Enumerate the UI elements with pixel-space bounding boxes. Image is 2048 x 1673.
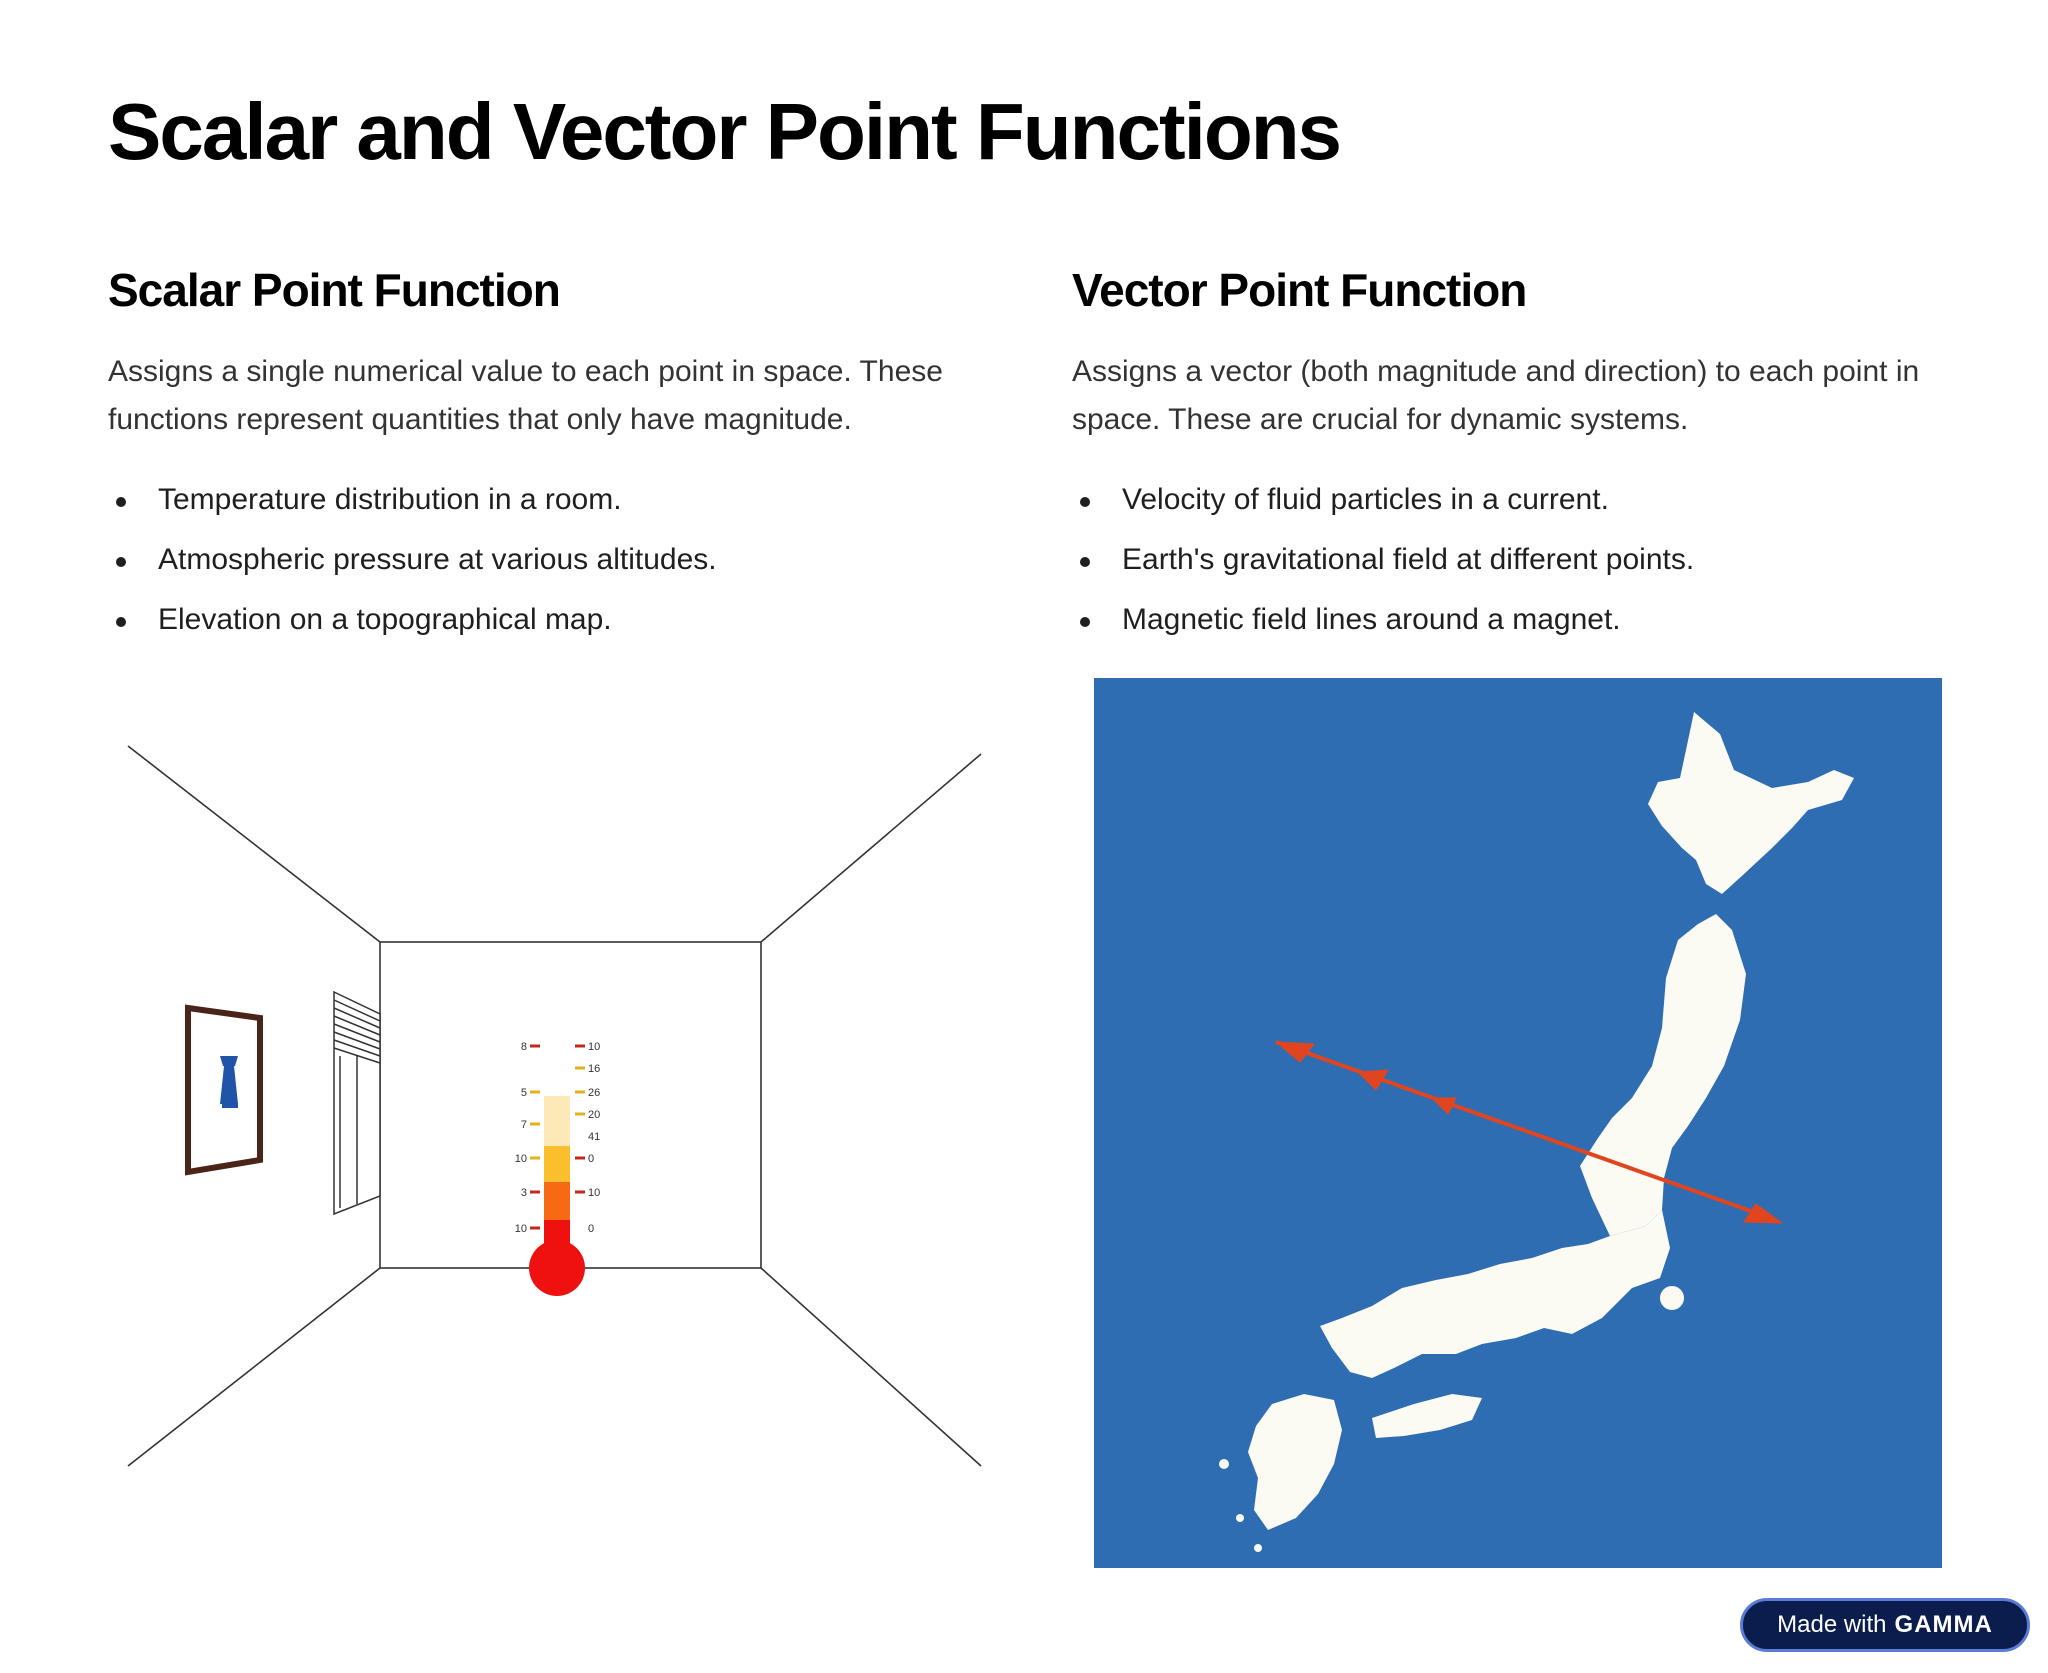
thermometer-tick-label: 3 — [521, 1187, 527, 1199]
list-item: Magnetic field lines around a magnet. — [1072, 590, 1972, 650]
scalar-section: Scalar Point Function Assigns a single n… — [108, 262, 1008, 650]
map-drawing — [1094, 678, 1942, 1568]
thermometer-tick-label: 0 — [588, 1153, 594, 1165]
thermometer-tick-label: 7 — [521, 1119, 527, 1131]
thermometer-tick-label: 41 — [588, 1131, 600, 1143]
window-icon — [333, 990, 381, 1216]
thermometer-icon: 8 5 7 10 3 10 10 16 26 20 41 0 10 0 — [515, 1041, 600, 1296]
list-item: Elevation on a topographical map. — [108, 590, 1008, 650]
japan-vector-map — [1072, 678, 1962, 1568]
list-item: Temperature distribution in a room. — [108, 470, 1008, 530]
vector-arrow — [1274, 1040, 1784, 1224]
list-item: Earth's gravitational field at different… — [1072, 530, 1972, 590]
thermometer-tick-label: 16 — [588, 1063, 600, 1075]
thermometer-tick-label: 0 — [588, 1223, 594, 1235]
made-with-gamma-badge[interactable]: Made with GAMMA — [1740, 1598, 2030, 1652]
badge-prefix: Made with — [1777, 1611, 1887, 1638]
vector-description: Assigns a vector (both magnitude and dir… — [1072, 355, 1920, 436]
room-temperature-illustration: 8 5 7 10 3 10 10 16 26 20 41 0 10 0 — [108, 696, 998, 1516]
vector-heading: Vector Point Function — [1072, 264, 1527, 316]
scalar-description: Assigns a single numerical value to each… — [108, 355, 943, 436]
list-item: Atmospheric pressure at various altitude… — [108, 530, 1008, 590]
vector-bullet-list: Velocity of fluid particles in a current… — [1072, 470, 1972, 650]
room-drawing: 8 5 7 10 3 10 10 16 26 20 41 0 10 0 — [127, 745, 982, 1467]
scalar-heading: Scalar Point Function — [108, 264, 561, 316]
thermometer-tick-label: 10 — [515, 1153, 527, 1165]
thermometer-tick-label: 8 — [521, 1041, 527, 1053]
list-item: Velocity of fluid particles in a current… — [1072, 470, 1972, 530]
thermometer-tick-label: 5 — [521, 1087, 527, 1099]
scalar-bullet-list: Temperature distribution in a room. Atmo… — [108, 470, 1008, 650]
japan-landmass — [1219, 712, 1854, 1552]
thermometer-tick-label: 10 — [588, 1187, 600, 1199]
sea-background — [1094, 678, 1942, 1568]
page-title: Scalar and Vector Point Functions — [108, 87, 1342, 176]
picture-frame-icon — [185, 1004, 263, 1176]
thermometer-tick-label: 10 — [588, 1041, 600, 1053]
thermometer-tick-label: 26 — [588, 1087, 600, 1099]
gamma-logo: GAMMA — [1894, 1611, 1993, 1638]
thermometer-tick-label: 20 — [588, 1109, 600, 1121]
thermometer-tick-label: 10 — [515, 1223, 527, 1235]
vector-section: Vector Point Function Assigns a vector (… — [1072, 262, 1972, 650]
